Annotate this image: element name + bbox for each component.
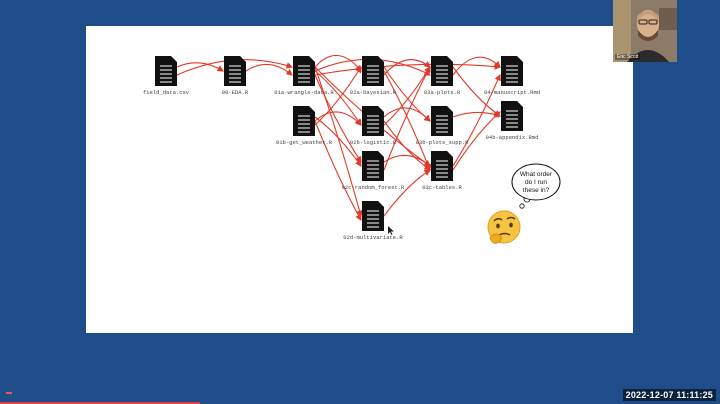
thinking-face-icon: [487, 210, 521, 244]
file-label: 03c-tables.R: [422, 184, 462, 191]
file-label: 03b-plots_supp.R: [416, 139, 470, 146]
file-label: 02c-random_forest.R: [342, 184, 405, 191]
dependency-arrow: [452, 66, 501, 117]
bubble-line-3: these in?: [523, 187, 550, 194]
file-label: 01b-get_weather.R: [276, 139, 333, 146]
dependency-arrow: [383, 59, 431, 76]
file-node-plots: 03a-plots.R: [424, 56, 461, 96]
thought-bubble: What order do I run these in?: [511, 163, 561, 209]
file-label: field_data.csv: [143, 89, 190, 96]
dependency-arrow: [314, 70, 362, 126]
file-label: 02d-multivariate.R: [343, 234, 403, 241]
timestamp-overlay: 2022-12-07 11:11:25: [622, 389, 716, 401]
file-node-ms: 04-manuscript.Rmd: [484, 56, 540, 96]
dependency-arrow: [383, 66, 431, 126]
file-label: 02a-bayesian.R: [350, 89, 397, 96]
dependency-arrow: [383, 120, 431, 171]
dependency-arrow: [314, 116, 362, 167]
playback-progress: [0, 402, 200, 404]
bubble-line-1: What order: [520, 171, 553, 178]
file-label: 03a-plots.R: [424, 89, 461, 96]
file-node-supp: 03b-plots_supp.R: [416, 106, 470, 146]
file-node-bayes: 02a-bayesian.R: [350, 56, 397, 96]
file-label: 01a-wrangle-data.R: [274, 89, 334, 96]
workflow-diagram: field_data.csv 00-EDA.R 01a-wrangle-data.R…: [143, 54, 561, 244]
webcam-feed: Eric Scott: [613, 0, 677, 62]
file-node-multi: 02d-multivariate.R: [343, 201, 403, 241]
bubble-line-2: do I run: [525, 179, 547, 186]
file-label: 00-EDA.R: [222, 89, 249, 96]
dependency-arrow: [452, 73, 501, 167]
slide-indicator: [6, 392, 12, 394]
file-label: 02b-logistic.R: [350, 139, 397, 146]
webcam-name: Eric Scott: [615, 54, 641, 60]
dependency-arrow: [452, 111, 502, 118]
file-node-app: 04b-appendix.Rmd: [486, 101, 539, 141]
dependency-arrow: [383, 66, 431, 171]
dependency-arrow: [245, 63, 293, 76]
dependency-arrow: [383, 107, 431, 122]
file-node-tables: 03c-tables.R: [422, 151, 463, 191]
dependency-arrow: [314, 74, 362, 163]
dependency-arrow: [383, 169, 431, 217]
file-node-weather: 01b-get_weather.R: [276, 106, 333, 146]
dependency-arrow: [314, 111, 362, 126]
webcam-person-icon: [613, 0, 677, 62]
file-node-logis: 02b-logistic.R: [350, 106, 397, 146]
dependency-arrow: [176, 62, 224, 72]
dependency-arrow: [383, 70, 432, 172]
file-node-eda: 00-EDA.R: [222, 56, 249, 96]
file-node-field: field_data.csv: [143, 56, 190, 96]
file-node-rf: 02c-random_forest.R: [342, 151, 405, 191]
mouse-cursor-icon: [388, 226, 394, 235]
dependency-arrow: [314, 120, 362, 221]
file-label: 04-manuscript.Rmd: [484, 89, 540, 96]
dependency-arrow: [314, 66, 362, 126]
dependency-arrow: [452, 56, 501, 76]
presentation-slide: field_data.csv 00-EDA.R 01a-wrangle-data.R…: [86, 26, 633, 333]
file-label: 04b-appendix.Rmd: [486, 134, 539, 141]
dependency-arrow: [383, 154, 431, 167]
file-node-wrangle: 01a-wrangle-data.R: [274, 56, 334, 96]
dependency-arrow: [314, 63, 502, 76]
